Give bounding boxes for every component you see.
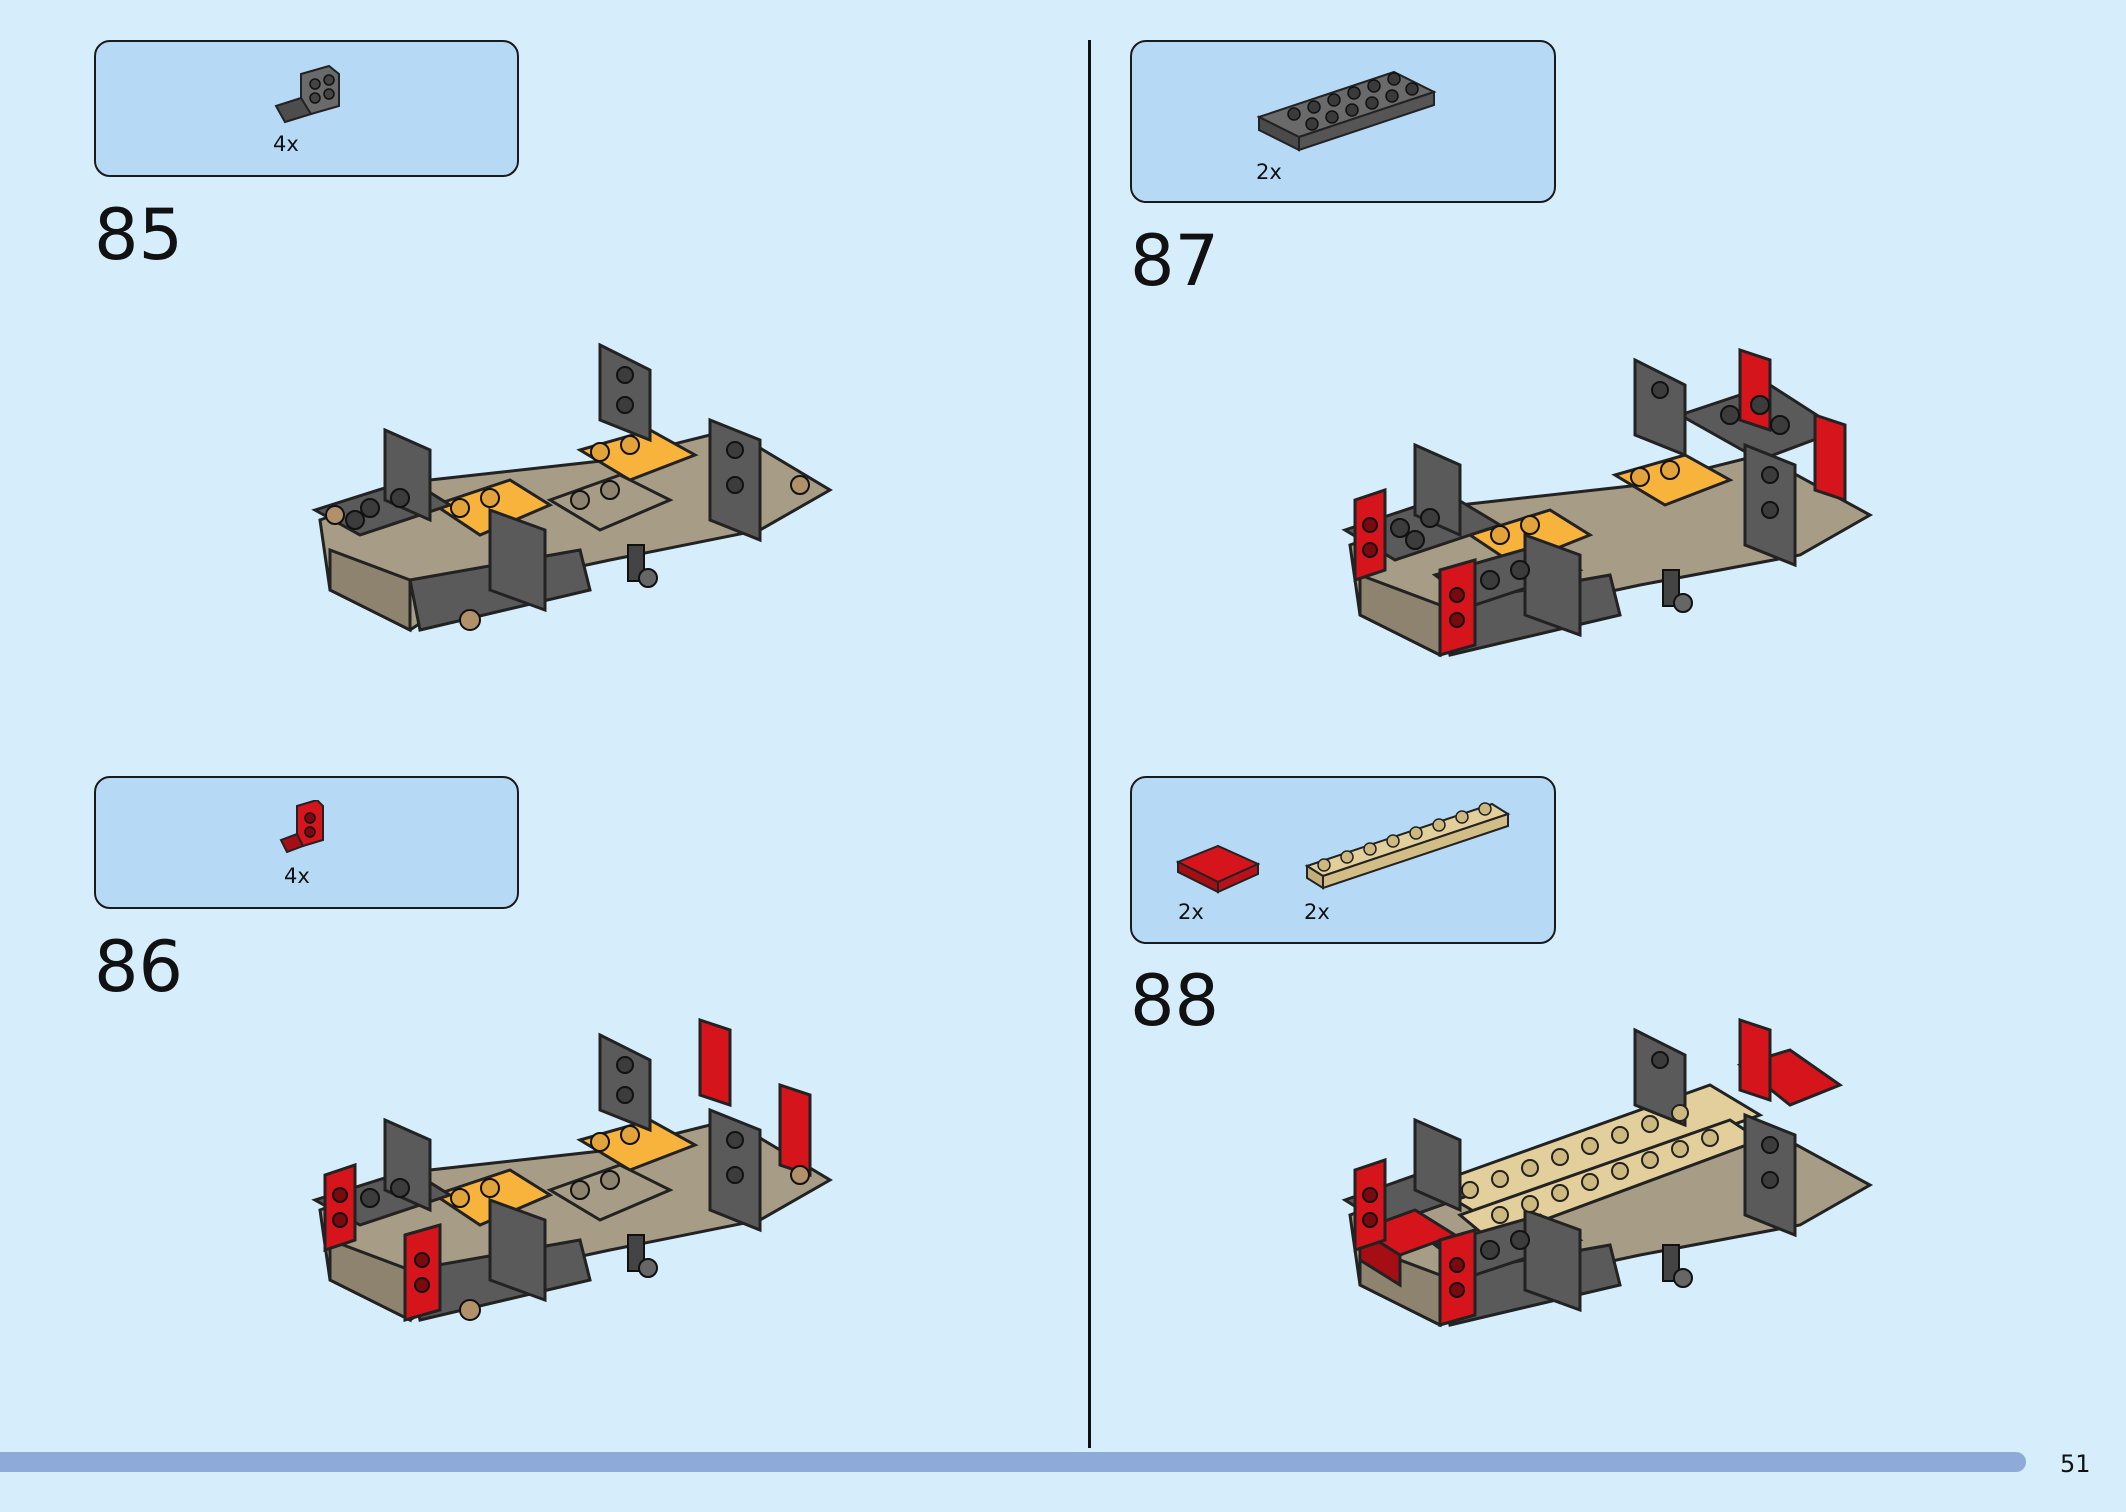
part-quantity: 4x [284, 864, 310, 888]
part-quantity: 2x [1178, 900, 1204, 924]
dark-gray-plate-2x6-icon [1256, 70, 1437, 152]
part-quantity: 4x [273, 132, 299, 156]
progress-bar [0, 1452, 2026, 1472]
red-bracket-icon [279, 800, 324, 854]
red-tile-2x2-icon [1176, 844, 1261, 894]
assembly-model-step-86 [311, 1017, 833, 1323]
parts-callout-step-86: 4x [94, 776, 519, 909]
step-number: 85 [94, 194, 184, 276]
parts-callout-step-85: 4x [94, 40, 519, 177]
part-quantity: 2x [1304, 900, 1330, 924]
part-quantity: 2x [1256, 160, 1282, 184]
assembly-model-step-88 [1341, 1017, 1874, 1328]
parts-callout-step-88: 2x 2x [1130, 776, 1556, 944]
assembly-model-step-85 [311, 342, 833, 633]
parts-callout-step-87: 2x [1130, 40, 1556, 203]
tan-plate-1x8-icon [1304, 802, 1511, 890]
assembly-model-step-87 [1341, 347, 1874, 658]
page-number: 51 [2060, 1450, 2091, 1478]
step-number: 86 [94, 926, 184, 1008]
step-number: 87 [1130, 220, 1220, 302]
page-divider [1088, 40, 1091, 1448]
dark-gray-bracket-icon [274, 64, 340, 124]
step-number: 88 [1130, 960, 1220, 1042]
